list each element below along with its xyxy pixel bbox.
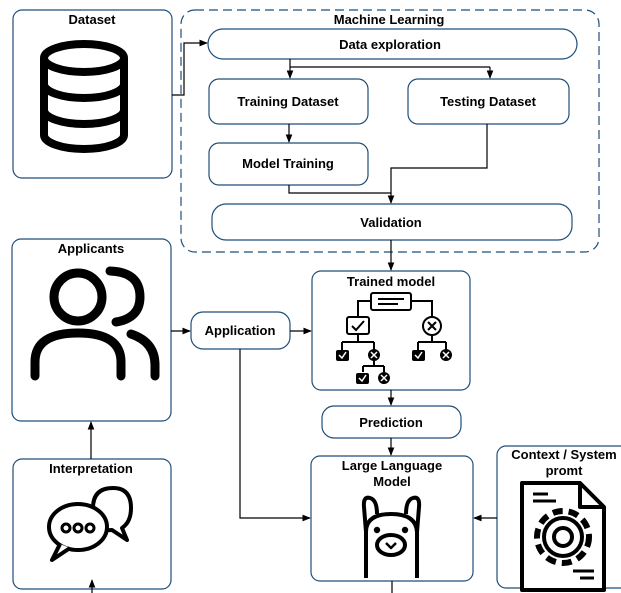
applicants-title: Applicants	[58, 241, 124, 256]
chat-bubbles-icon	[47, 486, 133, 562]
applicants-box: Applicants	[11, 238, 172, 422]
llama-icon	[361, 495, 422, 578]
prediction-box: Prediction	[321, 405, 462, 439]
machine-learning-title: Machine Learning	[334, 12, 445, 27]
validation-box: Validation	[211, 203, 573, 241]
validation-label: Validation	[360, 215, 421, 230]
model-training-label: Model Training	[242, 156, 334, 171]
arrow-application-to-llm	[239, 349, 311, 522]
llm-title-line1: Large Language	[342, 458, 442, 473]
line-testing-to-validation	[390, 124, 488, 193]
llama-eye-left	[373, 526, 381, 534]
dataset-box: Dataset	[12, 9, 173, 179]
settings-document-icon	[520, 481, 606, 592]
trained-model-box: Trained model	[311, 270, 471, 391]
llm-title-line2: Model	[373, 474, 411, 489]
llama-eye-right	[401, 526, 409, 534]
trained-model-title: Trained model	[347, 274, 435, 289]
decision-tree-icon	[341, 292, 447, 372]
context-box: Context / System promt	[496, 445, 621, 592]
prediction-label: Prediction	[359, 415, 423, 430]
application-label: Application	[205, 323, 276, 338]
context-title-line1: Context / System	[511, 447, 616, 462]
dataset-title: Dataset	[69, 12, 117, 27]
arrow-training-to-validation	[288, 185, 395, 204]
data-exploration-box: Data exploration	[207, 28, 578, 60]
llm-box: Large Language Model	[310, 455, 474, 582]
application-box: Application	[190, 311, 291, 350]
users-icon	[30, 266, 160, 381]
connectors	[87, 39, 497, 593]
decision-tree-leaves-icon	[336, 349, 452, 384]
database-icon	[40, 40, 128, 153]
training-dataset-label: Training Dataset	[237, 94, 339, 109]
interpretation-box: Interpretation	[12, 458, 172, 590]
model-training-box: Model Training	[208, 142, 369, 186]
interpretation-title: Interpretation	[49, 461, 133, 476]
data-exploration-label: Data exploration	[339, 37, 441, 52]
machine-learning-group: Machine Learning	[180, 9, 600, 253]
training-dataset-box: Training Dataset	[208, 78, 369, 125]
context-title-line2: promt	[546, 463, 584, 478]
testing-dataset-box: Testing Dataset	[407, 78, 570, 125]
testing-dataset-label: Testing Dataset	[440, 94, 537, 109]
arrow-dataset-to-exploration	[172, 39, 208, 96]
